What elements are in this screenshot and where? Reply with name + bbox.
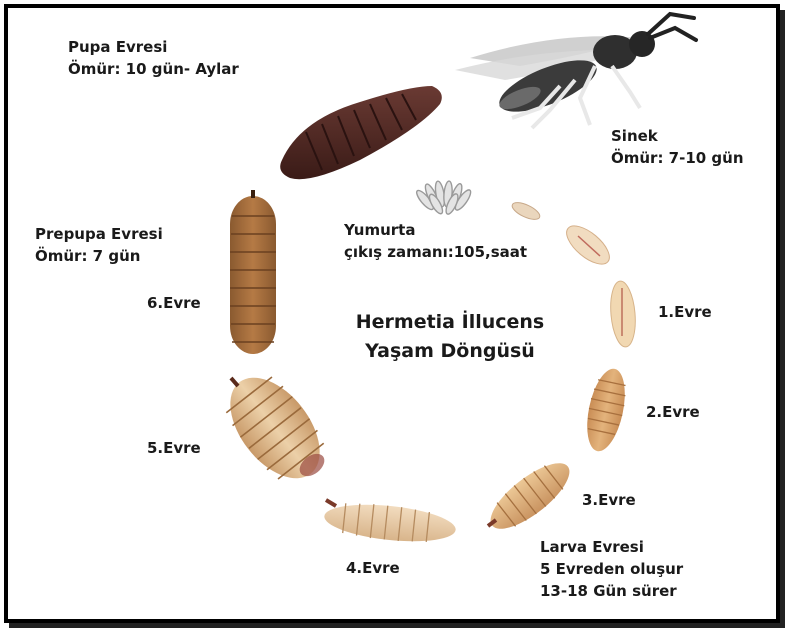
larva-stage4-illustration (323, 499, 458, 547)
title-line2: Yaşam Döngüsü (330, 337, 570, 366)
larva-stage3-illustration (481, 452, 579, 539)
larva-small-illustration (560, 219, 615, 271)
fly-title: Sinek (611, 125, 744, 147)
title-line1: Hermetia İllucens (330, 308, 570, 337)
stage4-label: 4.Evre (346, 557, 400, 579)
fly-lifespan: Ömür: 7-10 gün (611, 147, 744, 169)
egg-hatch-time: çıkış zamanı:105,saat (344, 241, 527, 263)
prepupa-illustration (230, 190, 276, 354)
stage6-label: 6.Evre (147, 292, 201, 314)
stage5-label: 5.Evre (147, 437, 201, 459)
stage3-label: 3.Evre (582, 489, 636, 511)
larva-stages-count: 5 Evreden oluşur (540, 558, 683, 580)
pupa-title: Pupa Evresi (68, 36, 239, 58)
stage2-label: 2.Evre (646, 401, 700, 423)
egg-label: Yumurta çıkış zamanı:105,saat (344, 219, 527, 263)
larva-duration: 13-18 Gün sürer (540, 580, 683, 602)
stage1-label: 1.Evre (658, 301, 712, 323)
prepupa-lifespan: Ömür: 7 gün (35, 245, 163, 267)
larva-title: Larva Evresi (540, 536, 683, 558)
larva-stage2-illustration (581, 365, 632, 454)
larva-stage1-illustration (608, 280, 638, 348)
prepupa-title: Prepupa Evresi (35, 223, 163, 245)
pupa-illustration (280, 86, 442, 179)
pupa-lifespan: Ömür: 10 gün- Aylar (68, 58, 239, 80)
eggs-illustration (414, 181, 473, 216)
larva-label: Larva Evresi 5 Evreden oluşur 13-18 Gün … (540, 536, 683, 602)
larva-stage5-illustration (212, 361, 337, 494)
pupa-label: Pupa Evresi Ömür: 10 gün- Aylar (68, 36, 239, 80)
diagram-title: Hermetia İllucens Yaşam Döngüsü (330, 308, 570, 366)
egg-title: Yumurta (344, 219, 527, 241)
fly-label: Sinek Ömür: 7-10 gün (611, 125, 744, 169)
prepupa-label: Prepupa Evresi Ömür: 7 gün (35, 223, 163, 267)
fly-illustration (455, 14, 696, 128)
